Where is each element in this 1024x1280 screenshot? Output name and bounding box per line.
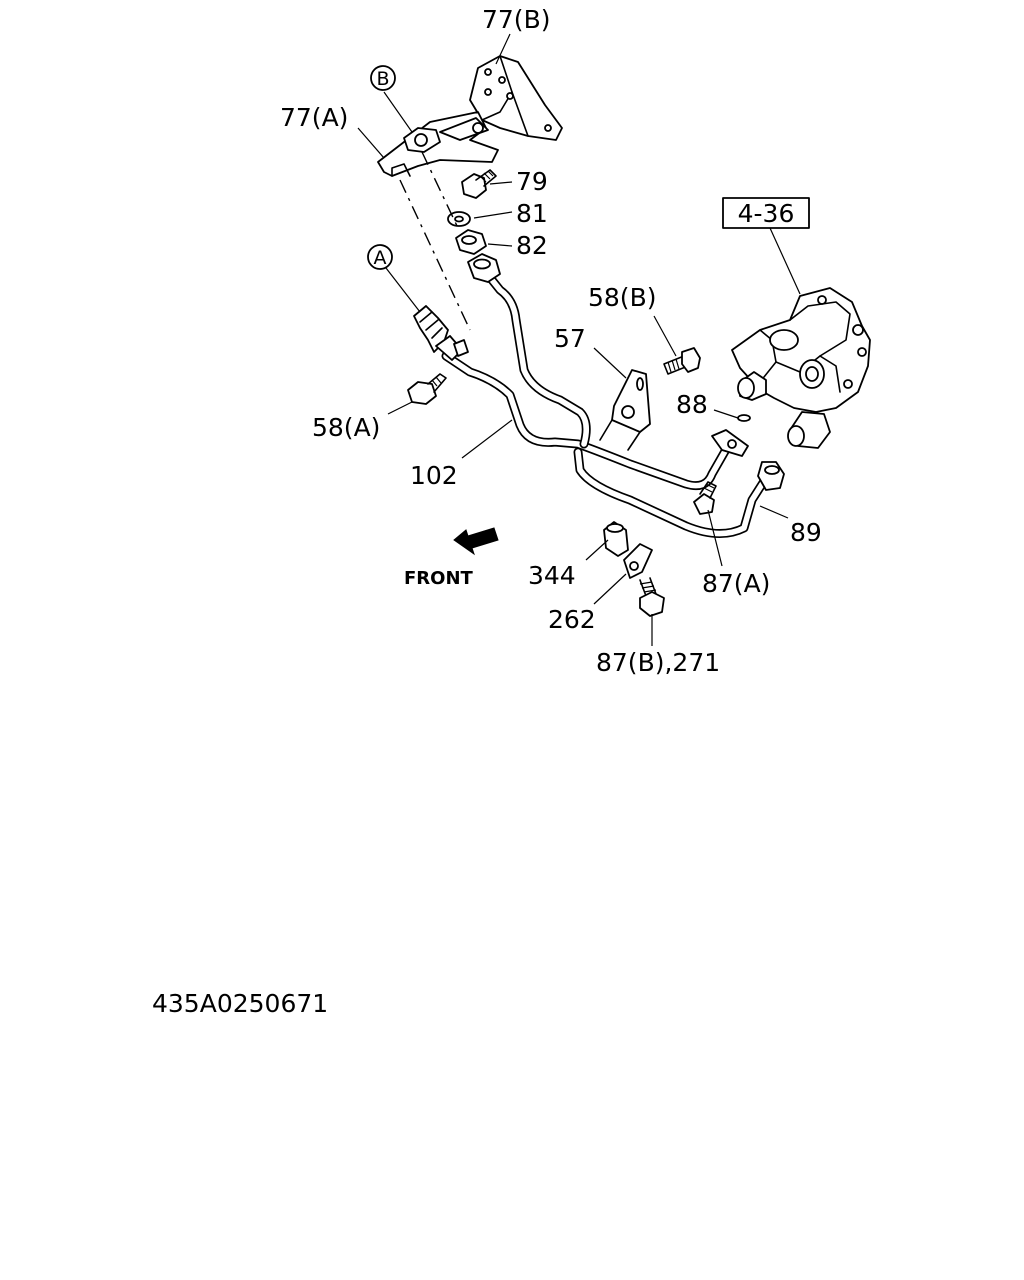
washer-81	[447, 211, 471, 227]
label-87b-271: 87(B),271	[596, 648, 720, 677]
label-87a: 87(A)	[702, 569, 770, 598]
label-58a: 58(A)	[312, 413, 380, 442]
front-arrow-icon	[453, 527, 499, 556]
hose-fitting-a	[413, 305, 469, 361]
label-81: 81	[516, 199, 548, 228]
sleeve-344	[603, 521, 629, 557]
label-front: FRONT	[404, 568, 474, 589]
tube-89	[573, 447, 771, 538]
label-77a: 77(A)	[280, 103, 348, 132]
label-82: 82	[516, 231, 548, 260]
label-58b: 58(B)	[588, 283, 656, 312]
leader-lines	[357, 33, 801, 646]
bolt-58b	[663, 347, 701, 375]
label-4-36-box	[722, 197, 810, 229]
label-262: 262	[548, 605, 596, 634]
bolt-87a	[693, 481, 717, 515]
label-79: 79	[516, 167, 548, 196]
pump-4-36	[731, 287, 871, 449]
label-89: 89	[790, 518, 822, 547]
nut-82	[455, 229, 487, 255]
tube-upper	[479, 265, 591, 449]
callout-b-circle	[370, 65, 396, 91]
bolt-58a	[407, 373, 447, 405]
bracket-77a	[377, 111, 499, 177]
o-ring-88	[737, 414, 751, 422]
label-57: 57	[554, 324, 586, 353]
label-344: 344	[528, 561, 576, 590]
label-4-36: 4-36	[738, 199, 795, 228]
drawing-code: 435A0250671	[152, 989, 328, 1018]
clip-57	[599, 369, 651, 451]
clip-262	[623, 543, 653, 579]
label-102: 102	[410, 461, 458, 490]
label-callout-a: A	[374, 247, 387, 269]
fitting-upper	[467, 253, 501, 283]
alignment-line-bracket	[399, 179, 471, 331]
alignment-line-bolt	[421, 151, 459, 229]
bolt-79	[461, 169, 497, 199]
label-88: 88	[676, 390, 708, 419]
tube-102	[441, 351, 733, 491]
fitting-89	[757, 461, 785, 491]
label-callout-b: B	[376, 68, 389, 90]
flange-fitting	[711, 429, 749, 457]
bolt-87b	[639, 577, 665, 617]
callout-a-circle	[367, 244, 393, 270]
label-77b: 77(B)	[482, 5, 550, 34]
